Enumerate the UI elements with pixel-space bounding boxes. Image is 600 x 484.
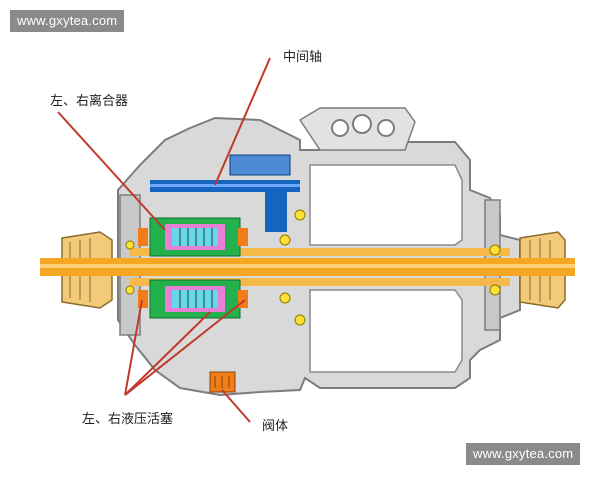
hydraulic-pistons xyxy=(138,228,248,308)
label-clutches: 左、右离合器 xyxy=(50,94,129,109)
label-valve-body: 阀体 xyxy=(262,419,289,434)
watermark-bottom: www.gxytea.com xyxy=(466,443,581,465)
label-hydraulic-pistons: 左、右液压活塞 xyxy=(82,412,174,427)
clutch-pack-upper xyxy=(149,217,241,257)
main-shaft xyxy=(40,248,575,286)
leader-clutch xyxy=(57,111,166,231)
watermark-top: www.gxytea.com xyxy=(10,10,125,32)
valve-body xyxy=(209,371,236,393)
leader-valve xyxy=(221,389,251,423)
leader-piston-a xyxy=(124,299,143,396)
clutch-pack-lower xyxy=(149,279,241,319)
intermediate-shaft xyxy=(150,154,300,232)
bearings xyxy=(125,209,501,326)
leader-lines xyxy=(57,57,271,423)
label-intermediate-shaft: 中间轴 xyxy=(283,50,323,65)
leader-intermediate-shaft xyxy=(214,57,271,186)
leader-piston-c xyxy=(124,299,246,396)
leader-piston-b xyxy=(124,311,211,396)
